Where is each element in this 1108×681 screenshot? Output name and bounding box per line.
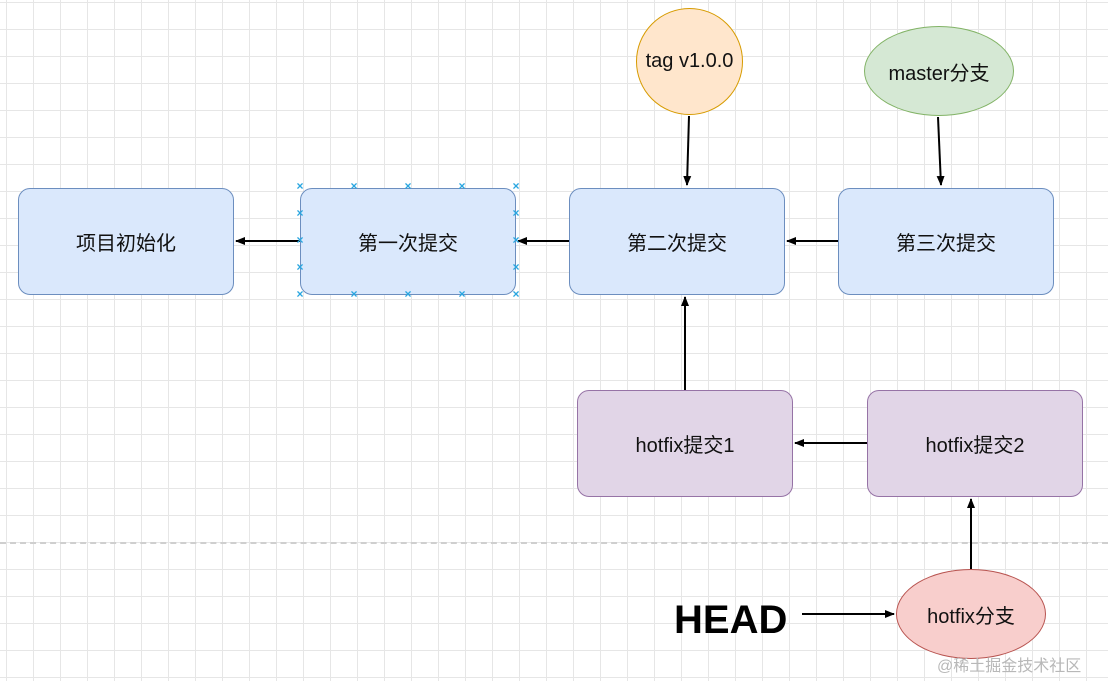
hotfix-commit-1-label: hotfix提交1 <box>635 435 735 457</box>
selection-handle[interactable]: × <box>512 287 520 301</box>
master-branch-label: master分支 <box>888 62 990 85</box>
selection-handle[interactable]: × <box>296 260 304 274</box>
tag-node[interactable]: tag v1.0.0 <box>636 8 743 115</box>
commit-second-label: 第二次提交 <box>627 233 727 255</box>
head-label[interactable]: HEAD <box>674 598 788 642</box>
selection-handle[interactable]: × <box>350 179 358 193</box>
selection-handle[interactable]: × <box>512 179 520 193</box>
selection-handle[interactable]: × <box>350 287 358 301</box>
selection-handle[interactable]: × <box>512 206 520 220</box>
page-break-line <box>0 542 1108 544</box>
tag-label: tag v1.0.0 <box>645 50 734 72</box>
selection-handle[interactable]: × <box>512 260 520 274</box>
commit-third-node[interactable]: 第三次提交 <box>838 188 1054 295</box>
selection-handle[interactable]: × <box>512 233 520 247</box>
selection-handle[interactable]: × <box>296 179 304 193</box>
commit-third-label: 第三次提交 <box>896 233 996 255</box>
commit-first-label: 第一次提交 <box>358 233 458 255</box>
selection-handle[interactable]: × <box>458 287 466 301</box>
selection-handle[interactable]: × <box>296 287 304 301</box>
selection-handle[interactable]: × <box>458 179 466 193</box>
arrow-tag-to-second[interactable] <box>683 115 692 186</box>
selection-handle[interactable]: × <box>404 179 412 193</box>
hotfix-commit-1-node[interactable]: hotfix提交1 <box>577 390 793 497</box>
hotfix-branch-label: hotfix分支 <box>927 605 1015 628</box>
commit-second-node[interactable]: 第二次提交 <box>569 188 785 295</box>
hotfix-branch-node[interactable]: hotfix分支 <box>896 569 1046 659</box>
watermark: @稀土掘金技术社区 <box>937 658 1082 675</box>
arrow-master-to-third[interactable] <box>936 116 945 186</box>
selection-handle[interactable]: × <box>296 206 304 220</box>
hotfix-commit-2-node[interactable]: hotfix提交2 <box>867 390 1083 497</box>
commit-init-node[interactable]: 项目初始化 <box>18 188 234 295</box>
commit-first-node[interactable]: 第一次提交 <box>300 188 516 295</box>
selection-handle[interactable]: × <box>296 233 304 247</box>
master-branch-node[interactable]: master分支 <box>864 26 1014 116</box>
selection-handle[interactable]: × <box>404 287 412 301</box>
hotfix-commit-2-label: hotfix提交2 <box>925 435 1025 457</box>
commit-init-label: 项目初始化 <box>76 233 176 255</box>
